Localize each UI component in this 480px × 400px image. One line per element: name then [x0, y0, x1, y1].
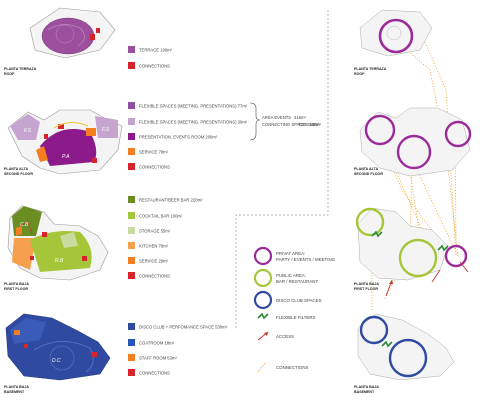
zone-pa: P.A [62, 154, 70, 160]
key-filters: FLEXIBLE FILTERS [276, 315, 316, 320]
basement-legend: DISCO CLUB + PERFOMANCE SPACE 530m² COAT… [128, 323, 228, 376]
roof-label-en: ROOF [4, 72, 15, 76]
legend-text: COCKTAIL BAR 100m² [139, 214, 183, 219]
legend-text: SERVICE 29m² [139, 259, 169, 264]
legend-swatch [128, 323, 135, 330]
key-public-1: PUBLIC AREA: [276, 273, 306, 278]
second-floor-diagram [359, 107, 472, 177]
legend-text: CONNECTIONS [139, 274, 170, 279]
basement-floor-label: PLANTA BAJA BASEMENT [4, 385, 29, 394]
key-privat-1: PRIVAT AREA: [276, 251, 305, 256]
right-label-en: SECOND FLOOR [354, 172, 383, 176]
second-floor-label: PLANTA ALTA SECOND FLOOR [4, 167, 33, 176]
legend-text: FLEXIBLE SPACES (MEETING, PRESENTATIONS)… [139, 104, 248, 109]
legend-swatch [128, 46, 135, 53]
second-right-label: PLANTA ALTA SECOND FLOOR [354, 167, 383, 176]
legend-swatch [128, 242, 135, 249]
roof-right-label: PLANTA TERRAZA ROOF [354, 67, 387, 76]
zone-fs-right: F.S [102, 127, 110, 133]
basement-plan: D.C [5, 313, 111, 381]
legend-text: CONNECTIONS [139, 165, 170, 170]
disco-club-circle [253, 290, 273, 310]
legend-swatch [128, 133, 135, 140]
zone-cb: C.B [20, 222, 29, 228]
first-floor-label: PLANTA BAJA FIRST FLOOR [4, 282, 29, 291]
roof-diagram [359, 9, 433, 57]
second-floor-plan: F.S F.S P.A [7, 109, 123, 175]
legend-text: KITCHEN 78m² [139, 244, 169, 249]
bracket-connecting: CONNECTING SPACES 100m² [262, 122, 322, 127]
legend-text: COATROOM 18m² [139, 341, 175, 346]
zone-fs-left: F.S [24, 128, 32, 134]
first-floor-diagram [355, 207, 469, 297]
second-label-es: PLANTA ALTA [4, 167, 28, 171]
legend-text: PRESENTATION, EVENTS ROOM 200m² [139, 135, 218, 140]
first-label-es: PLANTA BAJA [4, 282, 29, 286]
zone-rb: R.B [55, 258, 64, 264]
right-label-es: PLANTA BAJA [354, 282, 379, 286]
legend-swatch [128, 148, 135, 155]
flexible-filters-icon [257, 312, 269, 320]
right-label-es: PLANTA BAJA [354, 385, 379, 389]
legend-text: RESTAURANT/BEER BAR 220m² [139, 198, 203, 203]
first-label-en: FIRST FLOOR [4, 287, 28, 291]
legend-swatch [128, 339, 135, 346]
roof-plan [29, 7, 116, 59]
right-label-en: ROOF [354, 72, 365, 76]
legend-text: CONNECTIONS [139, 371, 170, 376]
roof-label-es: PLANTA TERRAZA [4, 67, 37, 71]
zone-dc: D.C [52, 358, 61, 364]
connections-dots-icon [257, 361, 267, 373]
legend-swatch [128, 163, 135, 170]
basement-diagram [357, 313, 455, 381]
second-label-en: SECOND FLOOR [4, 172, 33, 176]
basement-right-label: PLANTA BAJA BASEMENT [354, 385, 379, 394]
legend-swatch [128, 212, 135, 219]
key-legend: PRIVAT AREA: PARTY / EVENTS / MEETING PU… [253, 246, 336, 373]
legend-swatch [128, 227, 135, 234]
key-connections: CONNECTIONS [276, 365, 309, 370]
key-public-2: BAR / RESTAURANT [276, 279, 318, 284]
legend-text: STAFF ROOM 53m² [139, 356, 177, 361]
public-area-circle [253, 268, 273, 288]
legend-text: SERVICE 78m² [139, 150, 169, 155]
legend-swatch [128, 354, 135, 361]
legend-swatch [128, 257, 135, 264]
first-floor-plan: C.B R.B [7, 205, 109, 281]
legend-text: DISCO CLUB + PERFOMANCE SPACE 530m² [139, 325, 228, 330]
bracket-316: 316m² [294, 115, 306, 120]
legend-swatch [128, 272, 135, 279]
basement-label-es: PLANTA BAJA [4, 385, 29, 389]
first-floor-legend: RESTAURANT/BEER BAR 220m² COCKTAIL BAR 1… [128, 196, 203, 279]
second-floor-legend: FLEXIBLE SPACES (MEETING, PRESENTATIONS)… [128, 102, 322, 170]
right-label-es: PLANTA TERRAZA [354, 67, 387, 71]
privat-area-circle [253, 246, 273, 266]
legend-text: TERRACE 190m² [139, 48, 173, 53]
right-label-en: FIRST FLOOR [354, 287, 378, 291]
key-access: ACCESS [276, 334, 294, 339]
bracket-area-events: AREA EVENTS [262, 115, 291, 120]
legend-swatch [128, 118, 135, 125]
key-disco: DISCO CLUB SPACES [276, 298, 322, 303]
legend-swatch [128, 102, 135, 109]
legend-text: CONNECTIONS [139, 64, 170, 69]
legend-text: STORAGE 55m² [139, 229, 171, 234]
legend-swatch [128, 369, 135, 376]
first-right-label: PLANTA BAJA FIRST FLOOR [354, 282, 379, 291]
key-privat-2: PARTY / EVENTS / MEETING [276, 257, 336, 262]
legend-text: FLEXIBLE SPACES (MEETING, PRESENTATIONS)… [139, 120, 248, 125]
right-label-es: PLANTA ALTA [354, 167, 378, 171]
roof-floor-label: PLANTA TERRAZA ROOF [4, 67, 37, 76]
bracket-tot: TOT 416m² [298, 122, 320, 127]
basement-label-en: BASEMENT [4, 390, 25, 394]
legend-swatch [128, 196, 135, 203]
area-bracket [249, 102, 261, 141]
right-label-en: BASEMENT [354, 390, 375, 394]
legend-swatch [128, 62, 135, 69]
roof-legend: TERRACE 190m² CONNECTIONS [128, 46, 173, 69]
